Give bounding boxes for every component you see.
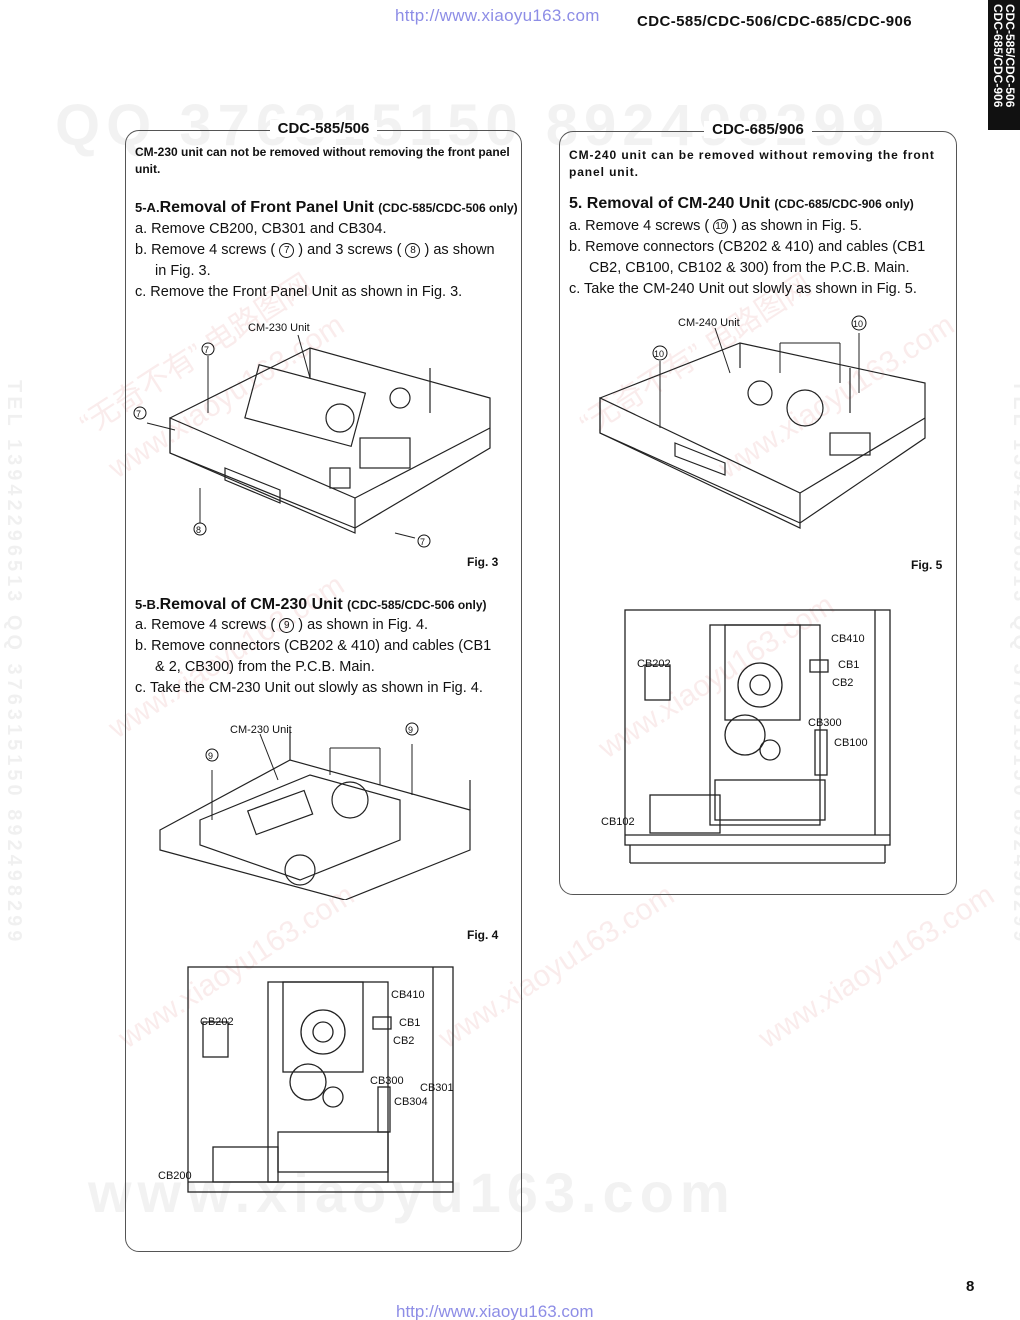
right-note: CM-240 unit can be removed without remov… bbox=[569, 148, 935, 179]
right-panel: CDC-685/906 bbox=[559, 121, 957, 895]
side-tab-line1: CDC-585/CDC-506 bbox=[1003, 4, 1017, 108]
step-5a-b-cont: in Fig. 3. bbox=[155, 263, 211, 279]
connector-label: CB300 bbox=[370, 1075, 404, 1087]
figure-3-front-panel-removal: CM-230 Unit 7 7 7 8 bbox=[130, 318, 500, 558]
left-panel: CDC-585/506 bbox=[125, 120, 522, 1252]
step-5a-a: a. Remove CB200, CB301 and CB304. bbox=[135, 221, 387, 237]
screw-number-icon: 9 bbox=[279, 618, 295, 633]
step-5-b: b. Remove connectors (CB202 & 410) and c… bbox=[569, 239, 926, 255]
connector-label: CB410 bbox=[391, 989, 425, 1001]
step-5-a: a. Remove 4 screws ( 10 ) as shown in Fi… bbox=[569, 218, 863, 234]
section-5b-heading: 5-B.Removal of CM-230 Unit (CDC-585/CDC-… bbox=[135, 596, 487, 613]
source-url-bottom[interactable]: http://www.xiaoyu163.com bbox=[396, 1302, 594, 1320]
connector-label: CB200 bbox=[158, 1170, 192, 1182]
section-5-heading: 5. Removal of CM-240 Unit (CDC-685/CDC-9… bbox=[569, 195, 914, 212]
fig3-caption: Fig. 3 bbox=[467, 555, 499, 569]
watermark-tel-right: TEL 13942296513 QQ 376315150 892498299 bbox=[1009, 380, 1020, 946]
screw-number-icon: 9 bbox=[208, 751, 213, 761]
side-tab-line2: CDC-685/CDC-906 bbox=[991, 4, 1005, 108]
figure-5-top-view bbox=[620, 600, 895, 865]
figure-4-top-view bbox=[183, 957, 463, 1197]
page-number: 8 bbox=[966, 1278, 975, 1295]
screw-number-icon: 7 bbox=[204, 345, 209, 355]
connector-label: CB202 bbox=[637, 658, 671, 670]
step-5b-b-cont: & 2, CB300) from the P.C.B. Main. bbox=[155, 659, 375, 675]
screw-number-icon: 8 bbox=[196, 525, 201, 535]
source-url-top[interactable]: http://www.xiaoyu163.com bbox=[395, 6, 600, 25]
connector-label: CB410 bbox=[831, 633, 865, 645]
left-note: CM-230 unit can not be removed without r… bbox=[135, 145, 510, 176]
fig4-unit-label: CM-230 Unit bbox=[230, 724, 292, 736]
step-5a-b: b. Remove 4 screws ( 7 ) and 3 screws ( … bbox=[135, 242, 495, 258]
panel-title: CDC-585/506 bbox=[126, 120, 521, 138]
step-5b-b: b. Remove connectors (CB202 & 410) and c… bbox=[135, 638, 492, 654]
screw-number-icon: 7 bbox=[279, 243, 295, 258]
connector-label: CB301 bbox=[420, 1082, 454, 1094]
screw-number-icon: 8 bbox=[405, 243, 421, 258]
connector-label: CB100 bbox=[834, 737, 868, 749]
screw-number-icon: 7 bbox=[136, 409, 141, 419]
screw-number-icon: 7 bbox=[420, 537, 425, 547]
panel-title: CDC-685/906 bbox=[560, 121, 956, 139]
watermark-tel-left: TEL 13942296513 QQ 376315150 892498299 bbox=[3, 380, 25, 946]
connector-label: CB1 bbox=[838, 659, 860, 671]
screw-number-icon: 10 bbox=[853, 319, 863, 329]
connector-label: CB1 bbox=[399, 1017, 421, 1029]
watermark-diagonal: www.xiaoyu163.com bbox=[752, 878, 1001, 1055]
step-5-c: c. Take the CM-240 Unit out slowly as sh… bbox=[569, 281, 917, 297]
fig5-unit-label: CM-240 Unit bbox=[678, 317, 740, 329]
connector-label: CB202 bbox=[200, 1016, 234, 1028]
figure-4-cm230-removal: CM-230 Unit 9 9 bbox=[150, 720, 480, 900]
connector-label: CB2 bbox=[832, 677, 854, 689]
connector-label: CB102 bbox=[601, 816, 635, 828]
screw-number-icon: 10 bbox=[654, 349, 664, 359]
fig5-caption: Fig. 5 bbox=[911, 558, 943, 572]
step-5b-c: c. Take the CM-230 Unit out slowly as sh… bbox=[135, 680, 483, 696]
screw-number-icon: 10 bbox=[713, 219, 729, 234]
side-tab: CDC-585/CDC-506 CDC-685/CDC-906 bbox=[988, 0, 1020, 130]
section-5a-heading: 5-A.Removal of Front Panel Unit (CDC-585… bbox=[135, 199, 518, 216]
fig3-unit-label: CM-230 Unit bbox=[248, 322, 310, 334]
connector-label: CB300 bbox=[808, 717, 842, 729]
page-header-models: CDC-585/CDC-506/CDC-685/CDC-906 bbox=[637, 13, 912, 30]
step-5a-c: c. Remove the Front Panel Unit as shown … bbox=[135, 284, 463, 300]
figure-5-cm240-removal: CM-240 Unit 10 10 bbox=[590, 313, 940, 538]
fig4-caption: Fig. 4 bbox=[467, 928, 499, 942]
step-5-b-cont: CB2, CB100, CB102 & 300) from the P.C.B.… bbox=[589, 260, 910, 276]
connector-label: CB2 bbox=[393, 1035, 415, 1047]
connector-label: CB304 bbox=[394, 1096, 428, 1108]
step-5b-a: a. Remove 4 screws ( 9 ) as shown in Fig… bbox=[135, 617, 429, 633]
screw-number-icon: 9 bbox=[408, 725, 413, 735]
